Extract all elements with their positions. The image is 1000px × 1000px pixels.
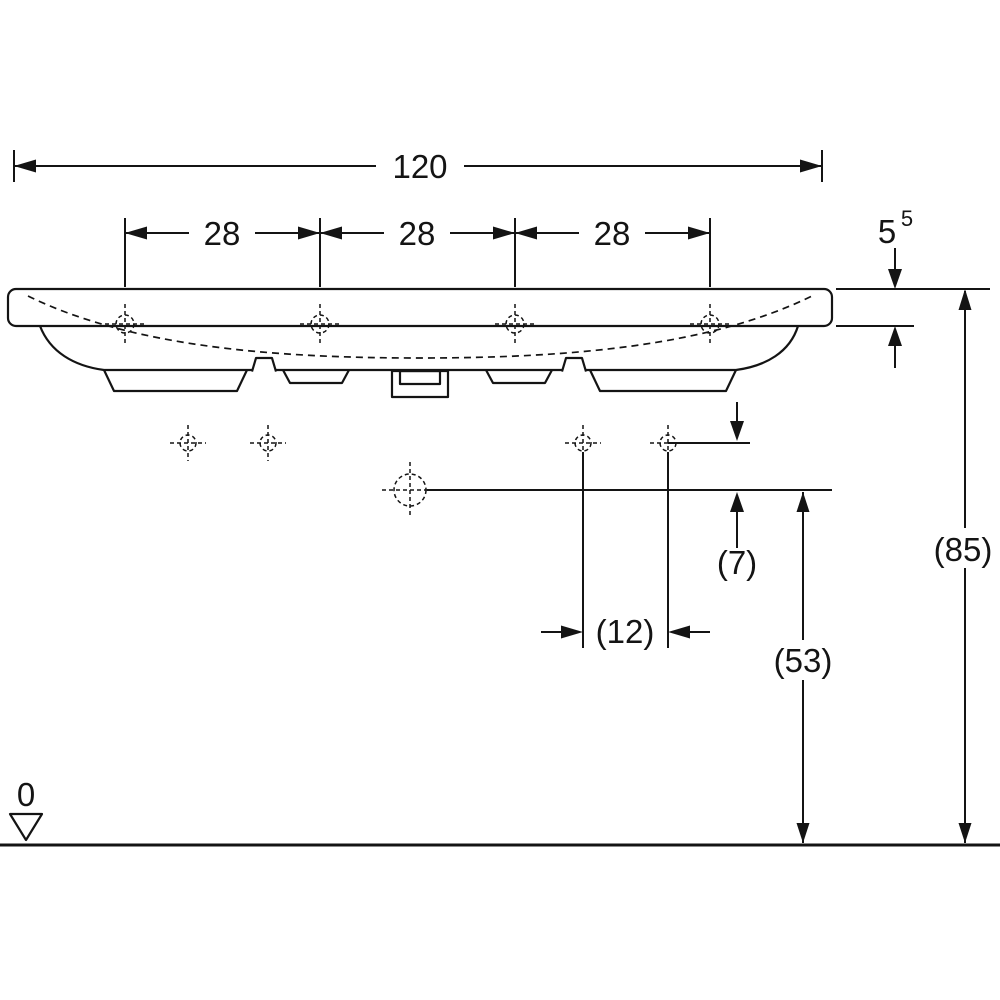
fixing-hole-crosshair-2 <box>250 425 286 461</box>
dim-height-53: (53) <box>758 492 848 843</box>
arrowhead-up <box>958 289 972 310</box>
crosshair-circle <box>574 434 592 452</box>
basin-underside-silhouette <box>38 325 800 372</box>
datum-triangle <box>8 812 44 842</box>
dim-offset-7-label: (7) <box>717 544 757 581</box>
basin-inner-edge-dashed <box>27 295 813 359</box>
crosshair-circle <box>259 434 277 452</box>
label-backing <box>376 148 464 184</box>
basin-right-notch <box>560 356 588 372</box>
basin-rim-outline <box>6 287 834 328</box>
crosshair-circle <box>505 314 525 334</box>
dim-tap-spacing-label-3: 28 <box>594 215 631 252</box>
dim-rim-thickness: 5 5 <box>836 206 990 368</box>
dim-rim-thickness-superscript: 5 <box>901 206 913 231</box>
tap-hole-crosshair-4 <box>690 304 730 344</box>
crosshair-circle <box>393 473 427 507</box>
basin-left-tab <box>282 369 350 385</box>
arrowhead-left <box>668 625 690 639</box>
arrowhead <box>125 226 147 240</box>
crosshair-circle <box>179 434 197 452</box>
label-backing <box>918 528 1000 568</box>
arrowhead <box>298 226 320 240</box>
basin-front-view <box>6 287 834 399</box>
dim-height-85: (85) <box>918 289 1000 843</box>
arrowhead <box>320 226 342 240</box>
dim-overall-width-label: 120 <box>392 148 447 185</box>
arrowhead-down <box>730 421 744 441</box>
basin-right-tab <box>485 369 553 385</box>
basin-left-foot <box>103 369 248 393</box>
dim-height-53-label: (53) <box>774 642 833 679</box>
dim-rim-thickness-label: 5 <box>878 213 896 250</box>
arrowhead-down <box>888 269 902 289</box>
arrowhead-up <box>796 492 810 512</box>
crosshair-circle <box>700 314 720 334</box>
arrowhead <box>493 226 515 240</box>
label-backing <box>579 215 645 251</box>
fixing-hole-crosshair-1 <box>170 425 206 461</box>
tap-hole-crosshair-1 <box>105 304 145 344</box>
arrowhead-up <box>730 492 744 512</box>
basin-right-foot <box>589 369 737 393</box>
label-backing <box>758 640 848 680</box>
label-backing <box>189 215 255 251</box>
center-hole-crosshair <box>382 462 438 518</box>
dim-hole-spacing-12-label: (12) <box>596 613 655 650</box>
crosshair-circle <box>310 314 330 334</box>
arrowhead-right <box>561 625 583 639</box>
dim-tap-spacing-label-1: 28 <box>204 215 241 252</box>
arrowhead-down <box>796 823 810 843</box>
arrowhead-right <box>800 159 822 173</box>
arrowhead-up <box>888 326 902 346</box>
basin-left-notch <box>250 356 278 372</box>
datum-zero-label: 0 <box>17 776 35 813</box>
arrowhead-down <box>958 823 972 843</box>
drain-inner <box>398 369 442 386</box>
arrowhead <box>688 226 710 240</box>
tap-hole-crosshair-3 <box>495 304 535 344</box>
dim-offset-7: (7) <box>717 402 757 581</box>
dim-tap-spacing: 28 28 28 <box>124 215 711 287</box>
arrowhead-left <box>14 159 36 173</box>
dim-hole-spacing-12: (12) <box>541 452 710 650</box>
crosshair-circle <box>115 314 135 334</box>
label-backing <box>384 215 450 251</box>
tap-hole-crosshair-2 <box>300 304 340 344</box>
dim-overall-width: 120 <box>13 148 823 185</box>
datum-zero: 0 <box>8 776 44 842</box>
arrowhead <box>515 226 537 240</box>
dim-height-85-label: (85) <box>934 531 993 568</box>
dim-tap-spacing-label-2: 28 <box>399 215 436 252</box>
